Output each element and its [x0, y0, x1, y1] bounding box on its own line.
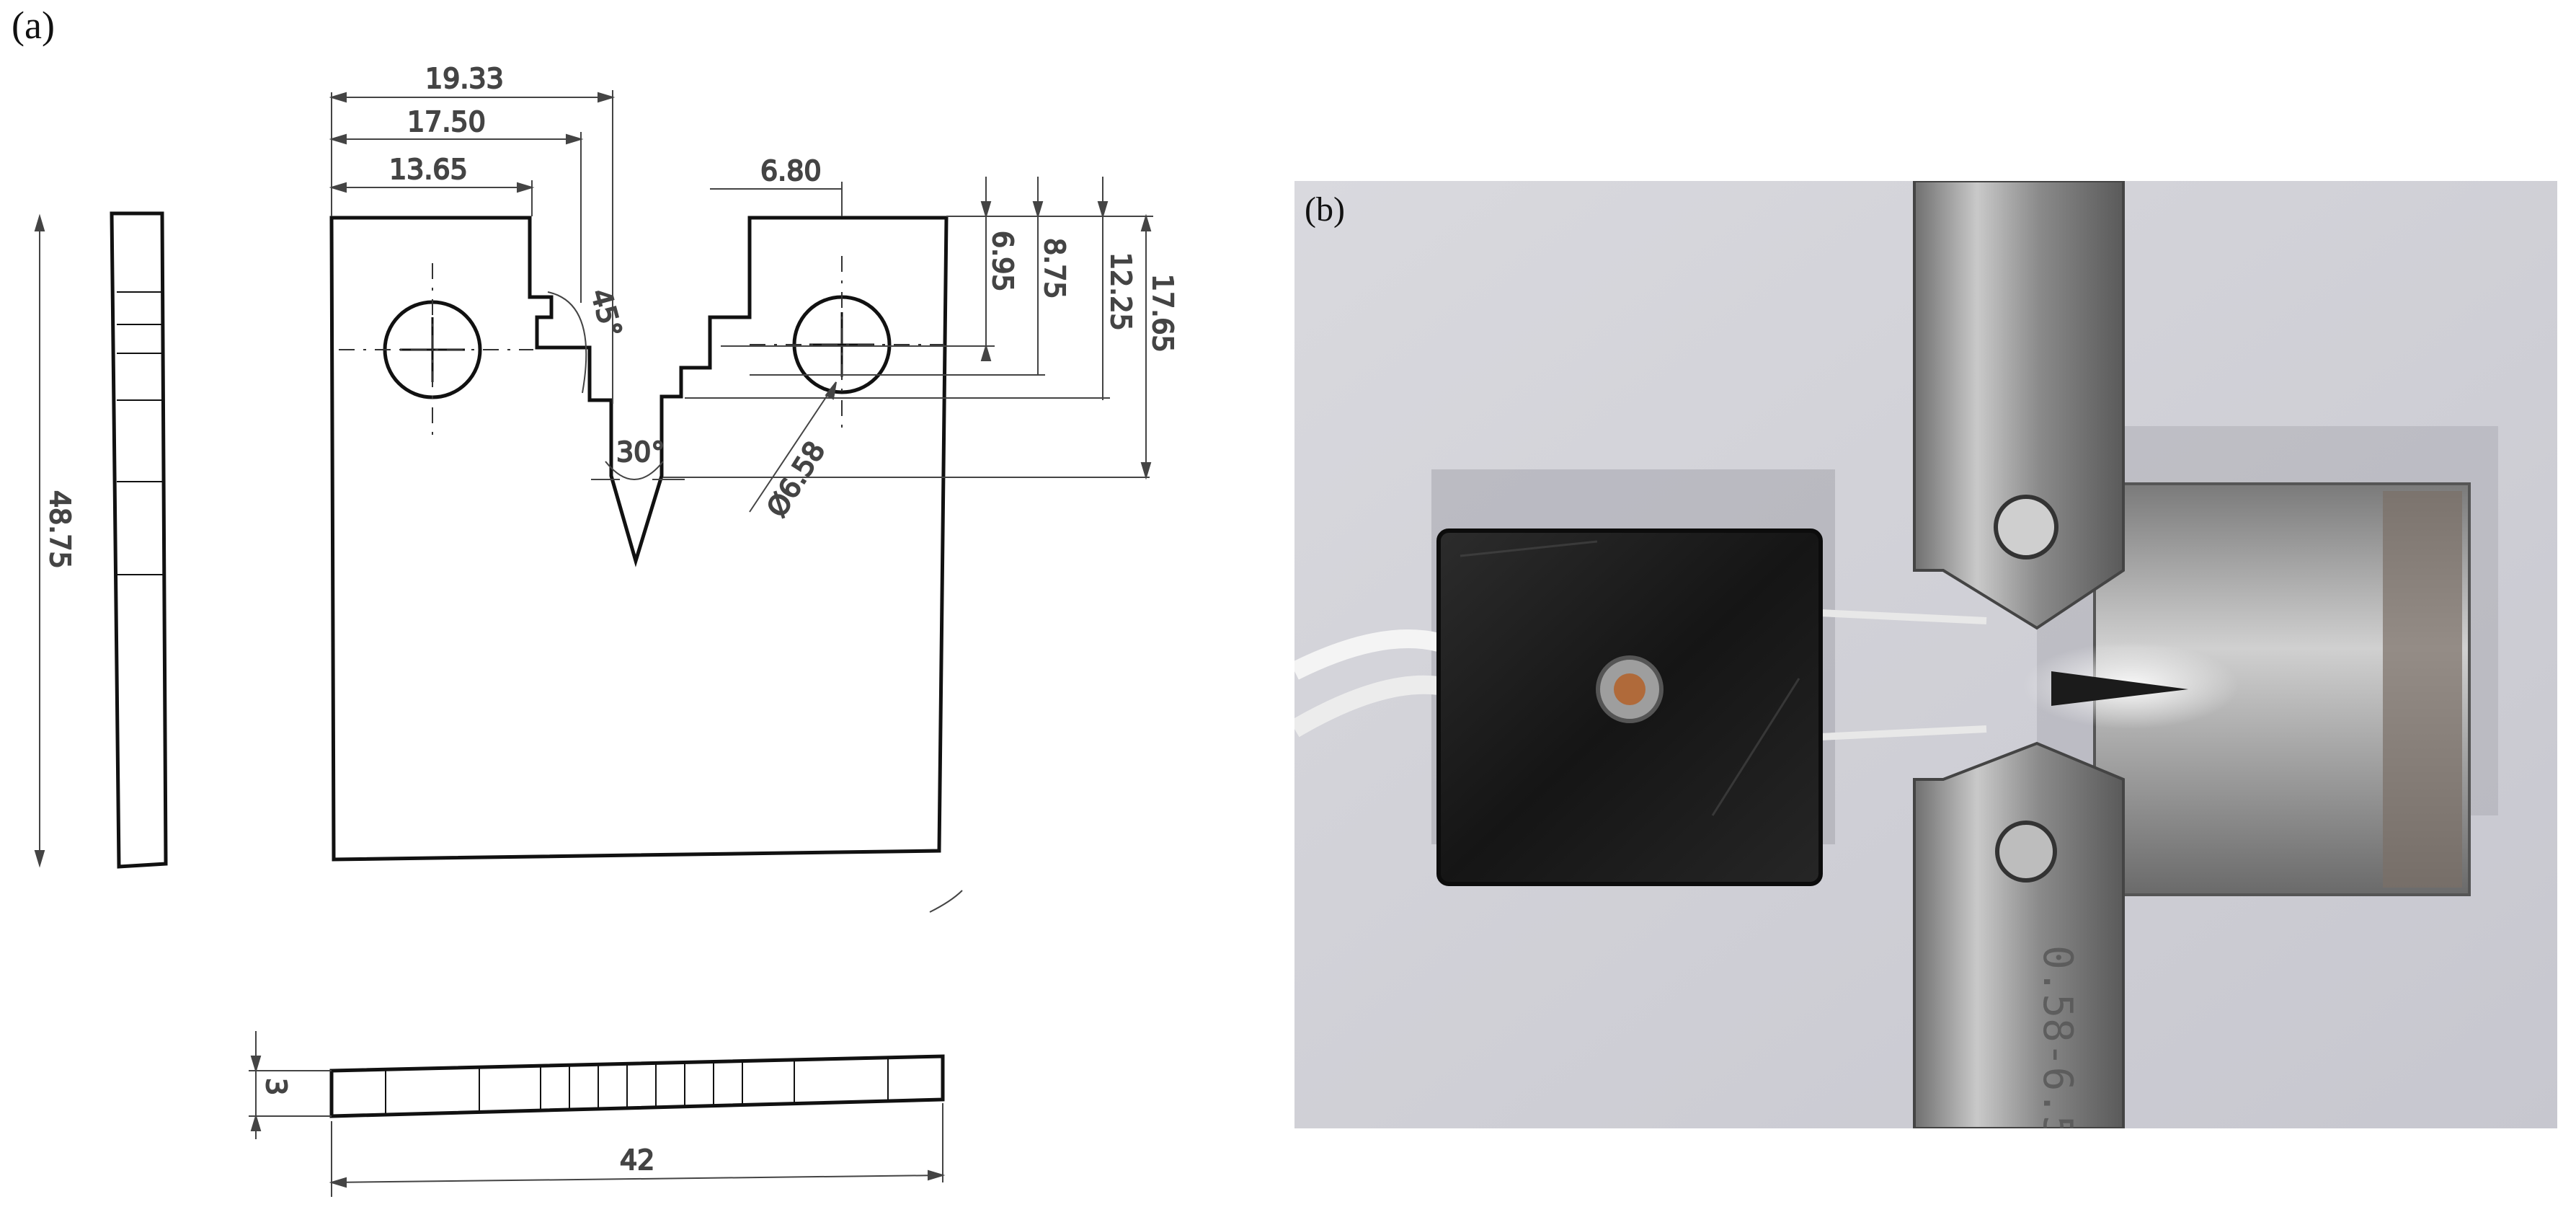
dim-6-80-label: 6.80	[760, 155, 822, 187]
dim-17-65-label: 17.65	[1147, 274, 1178, 353]
dim-6-95-label: 6.95	[987, 231, 1018, 292]
thickness-label: 3	[260, 1078, 292, 1095]
bottom-width-label: 42	[620, 1144, 654, 1176]
side-view-outline	[110, 211, 168, 869]
dim-13-65-label: 13.65	[389, 154, 468, 185]
panel-label-a: (a)	[12, 4, 55, 47]
bottom-view-outline	[329, 1054, 945, 1118]
panel-label-b: (b)	[1305, 190, 1345, 229]
top-clip-screw	[1994, 495, 2058, 560]
notch	[2051, 671, 2188, 706]
dim-17-50-label: 17.50	[407, 106, 486, 138]
dim-19-33-label: 19.33	[425, 63, 504, 94]
photo-panel: (b)	[1294, 181, 2557, 1128]
technical-drawing: 19.33 17.50 13.65 6.80 6.95 8.75 12.25 1…	[34, 62, 1179, 1197]
angle-45-label: 45°	[585, 286, 628, 340]
top-clip	[1913, 181, 2125, 630]
angle-30-label: 30°	[616, 436, 665, 468]
specimen-photo: 0.58-6.5	[1294, 181, 2557, 1128]
dim-12-25-label: 12.25	[1105, 252, 1137, 331]
bottom-clip	[1913, 741, 2125, 1128]
side-height-label: 48.75	[44, 490, 76, 569]
dim-8-75-label: 8.75	[1039, 238, 1070, 299]
clip-engraving: 0.58-6.5	[2034, 945, 2081, 1128]
specimen-outline	[329, 216, 949, 862]
cable	[1294, 675, 1440, 738]
cable	[1294, 629, 1442, 680]
bottom-clip-screw	[1995, 821, 2057, 883]
